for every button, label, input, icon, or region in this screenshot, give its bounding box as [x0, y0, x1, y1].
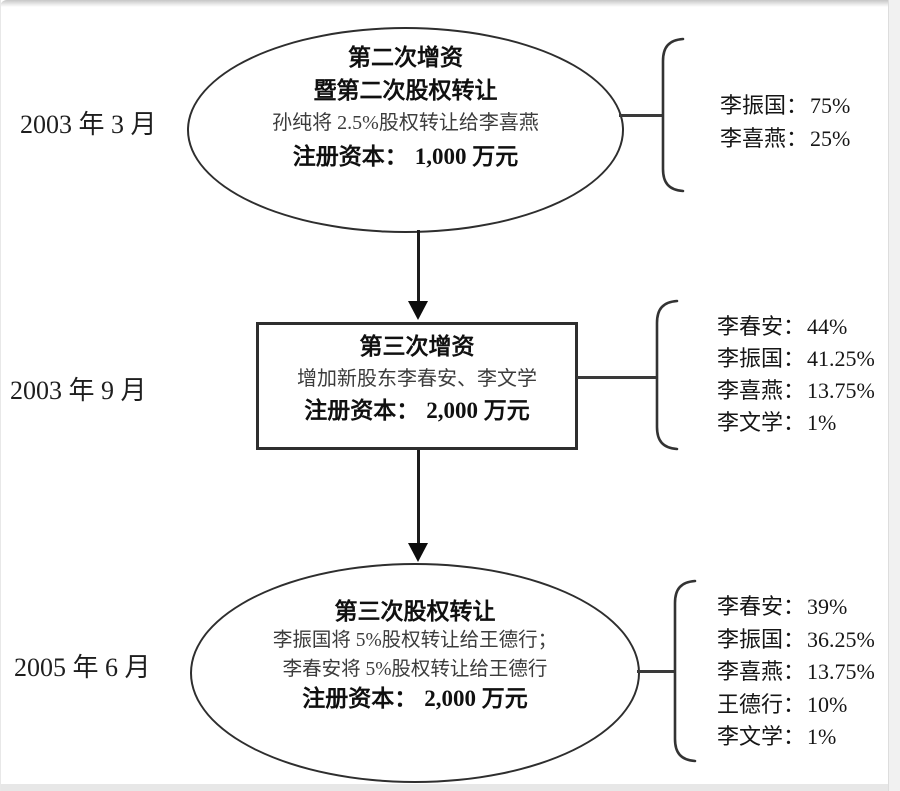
stage1-capital-line: 注册资本： 1,000 万元 — [293, 140, 519, 173]
shareholder-percent: 1% — [807, 410, 837, 435]
stage1-detail-line: 孙纯将 2.5%股权转让给李喜燕 — [272, 112, 539, 134]
shareholder-name: 李喜燕： — [717, 659, 806, 684]
stage2-shareholder-bracket — [655, 299, 679, 451]
shareholder-row: 李喜燕： 13.75% — [717, 375, 875, 407]
shareholder-row: 李喜燕： 25% — [720, 122, 850, 155]
stage3-date-label: 2005 年 6 月 — [14, 653, 151, 682]
stage1-capital-value: 1,000 万元 — [414, 144, 519, 169]
stage1-capital-label: 注册资本： — [292, 144, 408, 169]
shareholder-percent: 39% — [807, 594, 848, 619]
stage2-capital-value: 2,000 万元 — [426, 398, 530, 423]
shareholder-row: 王德行： 10% — [717, 689, 875, 722]
shareholder-row: 李喜燕： 13.75% — [717, 656, 875, 689]
shareholder-row: 李文学： 1% — [717, 407, 875, 439]
shareholder-percent: 44% — [807, 314, 848, 339]
stage2-detail-line: 增加新股东李春安、李文学 — [297, 368, 537, 390]
shareholder-percent: 25% — [810, 126, 851, 151]
shareholder-row: 李振国： 41.25% — [717, 343, 875, 375]
shareholder-name: 李喜燕： — [717, 378, 806, 403]
shareholder-name: 李春安： — [717, 594, 806, 619]
shareholder-name: 李振国： — [717, 346, 806, 371]
stage3-capital-value: 2,000 万元 — [424, 686, 528, 711]
stage1-ellipse-node: 第二次增资 暨第二次股权转让 孙纯将 2.5%股权转让给李喜燕 注册资本： 1,… — [187, 27, 624, 233]
stage3-shareholder-bracket — [673, 579, 697, 763]
shareholder-row: 李春安： 44% — [717, 311, 875, 343]
shareholder-percent: 13.75% — [807, 659, 875, 684]
stage2-capital-label: 注册资本： — [304, 398, 420, 423]
page-edge-bottom — [0, 784, 900, 791]
arrow-down-icon — [408, 543, 428, 562]
shareholder-row: 李振国： 75% — [720, 89, 850, 122]
stage1-title-line1: 第二次增资 — [348, 45, 463, 70]
stage3-detail-line2: 李春安将 5%股权转让给王德行 — [282, 659, 548, 680]
shareholder-name: 李振国： — [717, 626, 806, 652]
stage1-title-line2: 暨第二次股权转让 — [313, 78, 498, 103]
shareholder-row: 李文学： 1% — [717, 721, 875, 754]
stage1-bracket-connector-line — [619, 114, 663, 117]
shareholder-percent: 41.25% — [807, 346, 875, 371]
stage3-capital-label: 注册资本： — [302, 686, 418, 711]
shareholder-name: 李春安： — [717, 314, 806, 339]
stage1-date-label: 2003 年 3 月 — [20, 110, 157, 139]
page-edge-left — [0, 0, 1, 791]
stage3-bracket-connector-line — [637, 670, 675, 673]
stage2-rect-node: 第三次增资 增加新股东李春安、李文学 注册资本： 2,000 万元 — [256, 322, 578, 450]
stage2-title-line1: 第三次增资 — [359, 334, 475, 359]
arrow-down-icon — [408, 301, 428, 320]
shareholder-name: 李文学： — [717, 410, 806, 435]
flow-arrow-1-shaft — [417, 230, 420, 302]
shareholder-name: 李文学： — [717, 724, 806, 749]
shareholder-name: 李振国： — [720, 93, 809, 118]
stage2-capital-line: 注册资本： 2,000 万元 — [304, 395, 530, 427]
shareholder-percent: 36.25% — [807, 626, 875, 652]
shareholder-row: 李春安： 39% — [717, 591, 875, 624]
shareholder-percent: 13.75% — [807, 378, 875, 403]
stage2-bracket-connector-line — [577, 376, 657, 379]
shareholder-percent: 10% — [807, 691, 848, 717]
page-edge-right — [888, 0, 900, 791]
shareholder-name: 李喜燕： — [720, 126, 809, 151]
stage3-capital-line: 注册资本： 2,000 万元 — [302, 684, 528, 713]
stage1-shareholder-list: 李振国： 75% 李喜燕： 25% — [720, 89, 850, 155]
shareholder-row: 李振国： 36.25% — [717, 624, 875, 657]
stage3-shareholder-list: 李春安： 39% 李振国： 36.25% 李喜燕： 13.75% 王德行： 10… — [717, 591, 875, 754]
stage2-shareholder-list: 李春安： 44% 李振国： 41.25% 李喜燕： 13.75% 李文学： 1% — [717, 311, 875, 439]
stage3-ellipse-node: 第三次股权转让 李振国将 5%股权转让给王德行； 李春安将 5%股权转让给王德行… — [190, 563, 640, 783]
stage3-detail-line1: 李振国将 5%股权转让给王德行； — [272, 630, 558, 651]
shareholder-percent: 75% — [810, 93, 851, 118]
stage2-date-label: 2003 年 9 月 — [10, 376, 147, 405]
stage1-shareholder-bracket — [661, 37, 685, 193]
page-edge-top — [0, 0, 900, 7]
shareholder-name: 王德行： — [717, 691, 806, 717]
flow-arrow-2-shaft — [417, 450, 420, 543]
stage3-title-line1: 第三次股权转让 — [334, 599, 496, 624]
shareholder-percent: 1% — [807, 724, 837, 749]
